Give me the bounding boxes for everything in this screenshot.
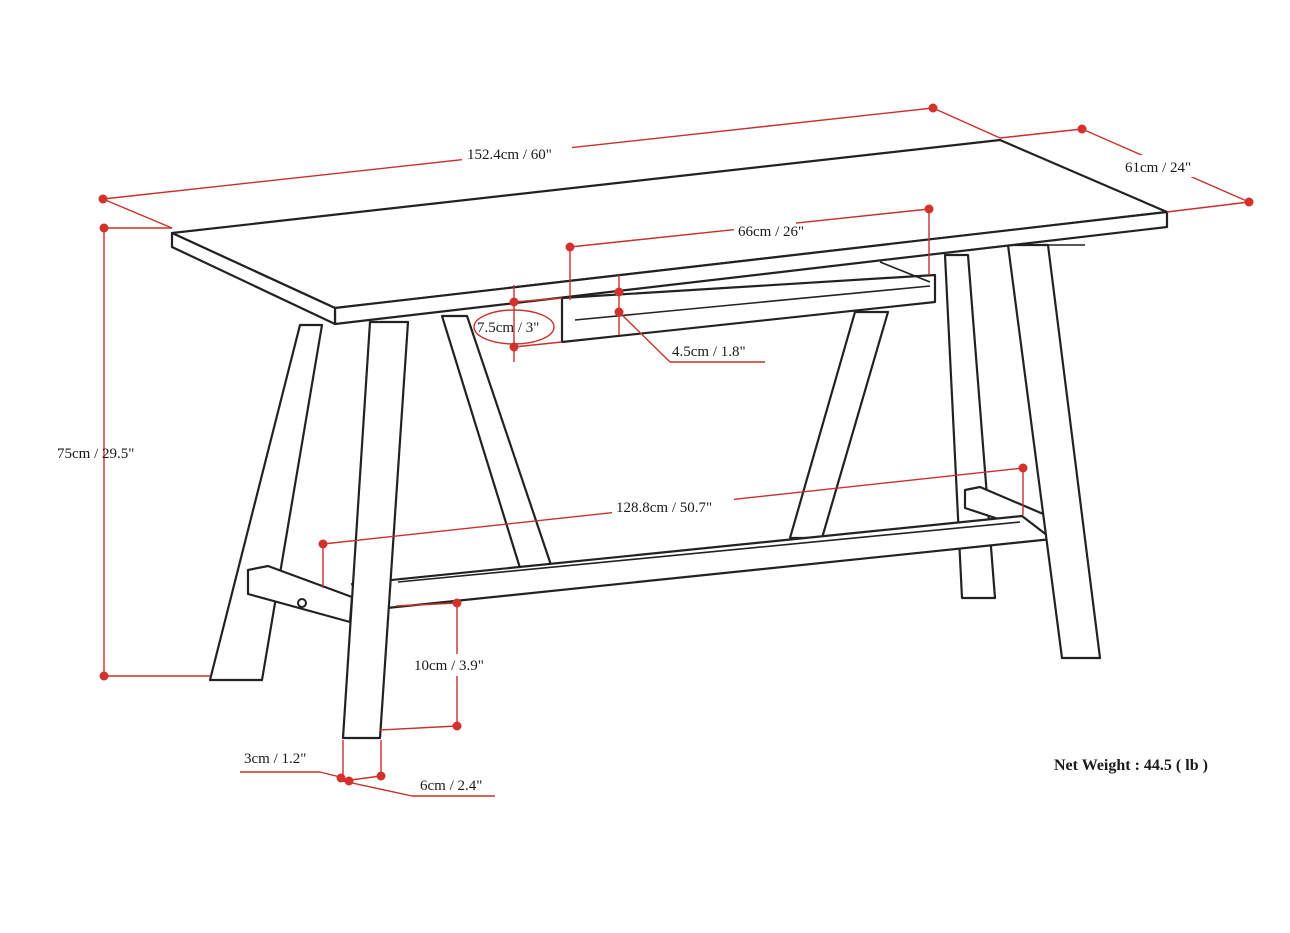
apron [560, 273, 937, 344]
right-diagonal-brace [788, 310, 890, 540]
length-label: 152.4cm / 60" [467, 147, 552, 163]
apron-length-label: 66cm / 26" [738, 224, 804, 240]
front-left-leg [341, 320, 410, 740]
leg-width-label: 6cm / 2.4" [420, 778, 482, 794]
left-diagonal-brace [440, 314, 554, 570]
depth-label: 61cm / 24" [1125, 160, 1191, 176]
height-label: 75cm / 29.5" [57, 446, 134, 462]
front-right-leg [1006, 243, 1102, 660]
leg-thickness-label: 3cm / 1.2" [244, 751, 306, 767]
bolt-hole [297, 598, 307, 608]
stretcher-length-label: 128.8cm / 50.7" [616, 500, 712, 516]
apron-thickness-label: 4.5cm / 1.8" [672, 344, 746, 360]
apron-height-label: 7.5cm / 3" [477, 320, 539, 336]
table-outline [170, 138, 1169, 740]
back-left-leg [208, 323, 324, 682]
clearance-label: 10cm / 3.9" [414, 658, 484, 674]
table-top-left-edge [170, 231, 337, 326]
net-weight-label: Net Weight : 44.5 ( lb ) [1054, 757, 1208, 774]
